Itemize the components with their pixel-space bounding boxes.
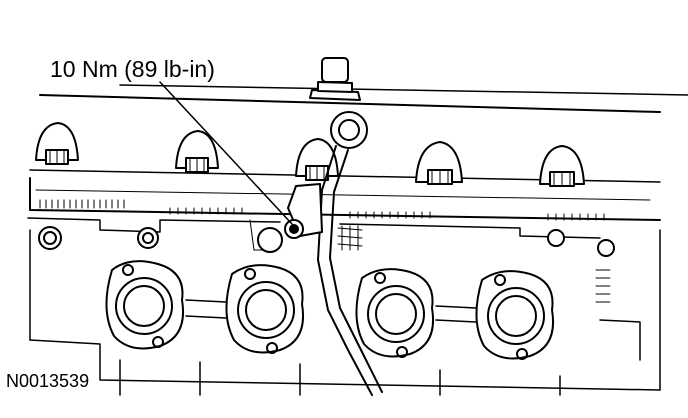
top-stud [310, 58, 360, 100]
bracket [285, 184, 322, 238]
port-flanges [106, 261, 553, 359]
torque-spec-callout: 10 Nm (89 lb-in) [50, 56, 215, 82]
bolt-cap-5 [540, 146, 584, 186]
bolt-cap-2 [176, 131, 218, 172]
cam-cover-body [30, 178, 660, 220]
cover-bolt-caps [36, 123, 584, 186]
figure-id-label: N0013539 [6, 371, 90, 391]
ground-strap [318, 112, 382, 395]
bolt-cap-4 [416, 142, 462, 184]
lower-casting [30, 300, 660, 395]
port-flange-4 [476, 271, 553, 359]
hatching [40, 200, 610, 302]
bolt-cap-1 [36, 123, 78, 164]
bolt-cap-3 [296, 139, 338, 180]
port-flange-1 [106, 261, 183, 348]
deck-bolts [39, 227, 614, 256]
callout-leader-line [160, 82, 292, 224]
port-flange-2 [226, 265, 303, 353]
port-flange-3 [356, 269, 433, 357]
